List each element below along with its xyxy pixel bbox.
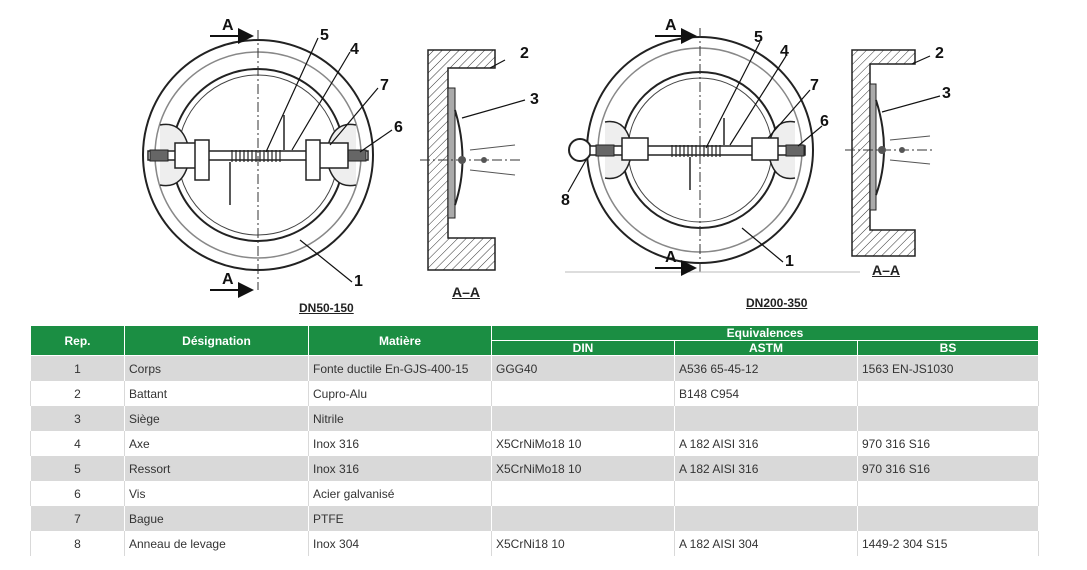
cell-matiere: Inox 316: [308, 456, 492, 481]
left-caption: DN50-150: [299, 301, 354, 315]
table-row: 6 Vis Acier galvanisé: [30, 481, 1039, 506]
technical-drawings: A A 5 4 7 6 1 2 3: [142, 17, 951, 298]
left-section-view: 2 3: [420, 45, 539, 271]
cell-din: GGG40: [491, 355, 675, 381]
cell-din: [491, 481, 675, 506]
cell-rep: 3: [30, 406, 125, 431]
cell-din: X5CrNiMo18 10: [491, 431, 675, 456]
cell-bs: 1449-2 304 S15: [857, 531, 1039, 556]
materials-table: Rep. Désignation Matière Equivalences DI…: [30, 325, 1039, 556]
right-section-view: 2 3: [845, 45, 951, 257]
cell-matiere: Inox 316: [308, 431, 492, 456]
cell-astm: A 182 AISI 316: [674, 431, 858, 456]
header-matiere: Matière: [308, 325, 492, 356]
cell-din: [491, 506, 675, 531]
right-callout-4: 4: [780, 43, 789, 60]
cell-bs: 970 316 S16: [857, 456, 1039, 481]
cell-matiere: Cupro-Alu: [308, 381, 492, 406]
cell-matiere: Fonte ductile En-GJS-400-15: [308, 355, 492, 381]
cell-din: X5CrNiMo18 10: [491, 456, 675, 481]
cell-bs: 1563 EN-JS1030: [857, 355, 1039, 381]
cell-bs: [857, 506, 1039, 531]
table-row: 3 Siège Nitrile: [30, 406, 1039, 431]
cell-rep: 7: [30, 506, 125, 531]
right-section-label: A–A: [872, 262, 901, 278]
left-callout-3: 3: [530, 91, 539, 108]
table-row: 8 Anneau de levage Inox 304 X5CrNi18 10 …: [30, 531, 1039, 556]
left-callout-1: 1: [354, 273, 363, 290]
cell-din: X5CrNi18 10: [491, 531, 675, 556]
cell-rep: 8: [30, 531, 125, 556]
cell-astm: [674, 506, 858, 531]
cell-rep: 4: [30, 431, 125, 456]
table-row: 2 Battant Cupro-Alu B148 C954: [30, 381, 1039, 406]
right-callout-8: 8: [561, 192, 570, 209]
header-bs: BS: [857, 340, 1039, 356]
cell-matiere: Acier galvanisé: [308, 481, 492, 506]
left-callout-5: 5: [320, 27, 329, 44]
right-callout-7: 7: [810, 77, 819, 94]
right-callout-3: 3: [942, 85, 951, 102]
right-callout-6: 6: [820, 113, 829, 130]
cell-bs: [857, 381, 1039, 406]
header-designation: Désignation: [124, 325, 309, 356]
header-astm: ASTM: [674, 340, 858, 356]
cell-designation: Bague: [124, 506, 309, 531]
left-callout-7: 7: [380, 77, 389, 94]
table-row: 7 Bague PTFE: [30, 506, 1039, 531]
cell-designation: Anneau de levage: [124, 531, 309, 556]
right-cut-label-top: A: [665, 17, 677, 34]
cell-bs: [857, 406, 1039, 431]
right-callout-5: 5: [754, 29, 763, 46]
left-callout-6: 6: [394, 119, 403, 136]
right-callout-1: 1: [785, 253, 794, 270]
left-callout-2: 2: [520, 45, 529, 62]
cell-designation: Vis: [124, 481, 309, 506]
cell-astm: [674, 406, 858, 431]
header-din: DIN: [491, 340, 675, 356]
cell-astm: A536 65-45-12: [674, 355, 858, 381]
left-cut-label-top: A: [222, 17, 234, 34]
cell-designation: Corps: [124, 355, 309, 381]
cell-rep: 5: [30, 456, 125, 481]
cell-astm: [674, 481, 858, 506]
table-row: 5 Ressort Inox 316 X5CrNiMo18 10 A 182 A…: [30, 456, 1039, 481]
cell-rep: 2: [30, 381, 125, 406]
cell-astm: A 182 AISI 304: [674, 531, 858, 556]
cell-astm: A 182 AISI 316: [674, 456, 858, 481]
cell-matiere: Nitrile: [308, 406, 492, 431]
cell-designation: Battant: [124, 381, 309, 406]
left-callout-4: 4: [350, 41, 359, 58]
cell-bs: [857, 481, 1039, 506]
right-callout-2: 2: [935, 45, 944, 62]
cell-din: [491, 381, 675, 406]
cell-astm: B148 C954: [674, 381, 858, 406]
header-rep: Rep.: [30, 325, 125, 356]
cell-rep: 6: [30, 481, 125, 506]
right-caption: DN200-350: [746, 296, 808, 310]
right-cut-label-bottom: A: [665, 249, 677, 266]
right-front-view: A A 5 4 7 6 1 8: [561, 17, 860, 276]
left-cut-label-bottom: A: [222, 271, 234, 288]
cell-designation: Axe: [124, 431, 309, 456]
left-section-label: A–A: [452, 284, 481, 300]
cell-matiere: PTFE: [308, 506, 492, 531]
header-equivalences: Equivalences: [491, 325, 1039, 341]
cell-matiere: Inox 304: [308, 531, 492, 556]
cell-din: [491, 406, 675, 431]
cell-designation: Siège: [124, 406, 309, 431]
cell-designation: Ressort: [124, 456, 309, 481]
cell-rep: 1: [30, 355, 125, 381]
left-front-view: A A 5 4 7 6 1: [142, 17, 403, 298]
table-row: 4 Axe Inox 316 X5CrNiMo18 10 A 182 AISI …: [30, 431, 1039, 456]
table-row: 1 Corps Fonte ductile En-GJS-400-15 GGG4…: [30, 355, 1039, 381]
cell-bs: 970 316 S16: [857, 431, 1039, 456]
